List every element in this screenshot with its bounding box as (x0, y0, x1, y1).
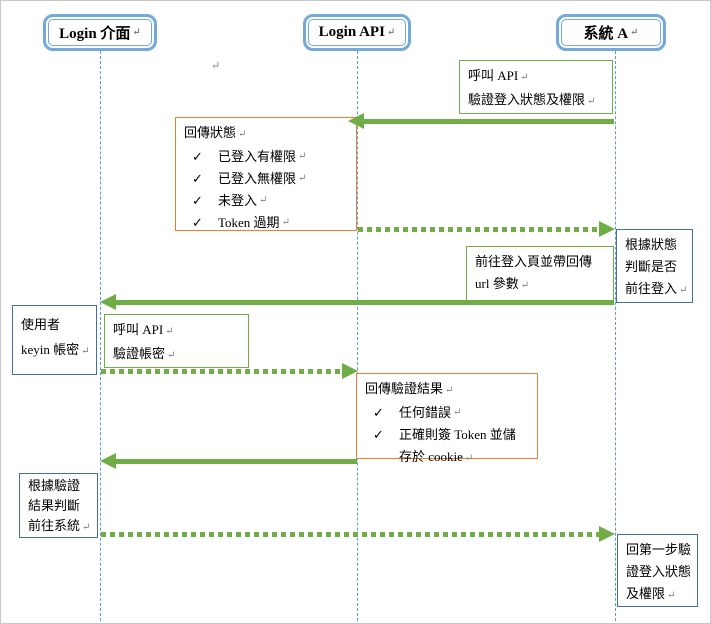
paragraph-mark: ↵ (81, 346, 90, 357)
note-line: url 參數↵ (475, 276, 530, 291)
arrow-systema-to-ui-solid (100, 294, 614, 310)
arrow-shaft (101, 532, 601, 537)
paragraph-mark: ↵ (630, 27, 639, 38)
paragraph-mark: ↵ (464, 453, 474, 464)
note-line: 前往登入↵ (625, 281, 688, 296)
note-goto-login-page: 前往登入頁並帶回傳 url 參數↵ (466, 246, 614, 301)
note-line: 結果判斷 (28, 498, 81, 513)
arrow-shaft (114, 300, 614, 305)
arrow-api-to-ui-solid (100, 453, 357, 469)
note-return-verify: 回傳驗證結果↵ ✓任何錯誤↵ ✓正確則簽 Token 並儲 存於 cookie↵ (356, 373, 538, 464)
checklist-item: ✓正確則簽 Token 並儲 (365, 424, 529, 446)
arrow-shaft (101, 369, 344, 374)
checklist-item: ✓Token 過期↵ (184, 212, 348, 234)
paragraph-mark: ↵ (259, 195, 268, 206)
note-line: 呼叫 API↵ (468, 68, 529, 83)
check-icon: ✓ (192, 171, 203, 186)
paragraph-mark: ↵ (298, 151, 307, 162)
note-line: 證登入狀態 (626, 564, 692, 579)
checklist-item: ✓任何錯誤↵ (365, 402, 529, 424)
note-call-api-verify: 呼叫 API↵ 驗證帳密↵ (104, 314, 249, 368)
checklist-item: ✓未登入↵ (184, 190, 348, 212)
note-line: keyin 帳密↵ (21, 342, 90, 357)
paragraph-mark: ↵ (667, 590, 676, 601)
note-judge-result: 根據驗證 結果判斷 前往系統↵ (19, 473, 98, 538)
actor-system-a-label: 系統 A (583, 26, 629, 42)
check-icon: ✓ (373, 427, 384, 442)
note-line: 根據驗證 (28, 478, 81, 493)
note-back-to-step1: 回第一步驗 證登入狀態 及權限↵ (617, 534, 698, 607)
arrow-shaft (362, 119, 614, 124)
note-judge-login: 根據狀態 判斷是否 前往登入↵ (616, 229, 693, 303)
lifeline-login-ui (100, 51, 101, 621)
paragraph-mark: ↵ (520, 72, 529, 83)
arrowhead-left-icon (100, 294, 116, 310)
arrow-ui-to-api-dotted (101, 363, 358, 379)
arrowhead-left-icon (348, 113, 364, 129)
note-line: 前往系統↵ (28, 518, 91, 533)
arrowhead-left-icon (100, 453, 116, 469)
paragraph-mark: ↵ (298, 173, 307, 184)
arrowhead-right-icon (599, 526, 615, 542)
arrow-shaft (358, 227, 601, 232)
paragraph-mark: ↵ (211, 60, 221, 72)
arrow-shaft (114, 459, 357, 464)
paragraph-mark: ↵ (679, 285, 688, 296)
note-title: 回傳驗證結果↵ (365, 381, 454, 396)
check-icon: ✓ (373, 405, 384, 420)
paragraph-mark: ↵ (132, 27, 141, 38)
lifeline-login-api (357, 51, 358, 621)
paragraph-mark: ↵ (453, 407, 462, 418)
actor-login-api-label: Login API (318, 24, 385, 40)
note-line: 判斷是否 (625, 259, 678, 274)
arrowhead-right-icon (599, 221, 615, 237)
lifeline-system-a (615, 51, 616, 621)
paragraph-mark: ↵ (165, 326, 174, 337)
note-line: 前往登入頁並帶回傳 (475, 254, 593, 269)
arrow-ui-to-systema-dotted (101, 526, 615, 542)
checklist-item: ✓已登入無權限↵ (184, 168, 348, 190)
paragraph-mark: ↵ (520, 280, 530, 291)
note-line: 驗證登入狀態及權限↵ (468, 92, 596, 107)
note-line: 驗證帳密↵ (113, 346, 176, 361)
paragraph-mark: ↵ (587, 96, 596, 107)
paragraph-mark: ↵ (238, 129, 247, 140)
actor-system-a: 系統 A↵ (556, 14, 666, 51)
paragraph-mark: ↵ (82, 522, 91, 533)
note-call-api-status: 呼叫 API↵ 驗證登入狀態及權限↵ (459, 60, 613, 114)
check-icon: ✓ (192, 149, 203, 164)
arrow-systema-to-api-solid (348, 113, 614, 129)
checklist-item-continuation: 存於 cookie↵ (399, 449, 474, 464)
note-title: 回傳狀態↵ (184, 125, 247, 140)
note-line: 回第一步驗 (626, 542, 692, 557)
checklist-item: ✓已登入有權限↵ (184, 146, 348, 168)
note-return-status: 回傳狀態↵ ✓已登入有權限↵ ✓已登入無權限↵ ✓未登入↵ ✓Token 過期↵ (175, 117, 357, 231)
actor-login-ui: Login 介面↵ (43, 14, 157, 51)
actor-login-ui-label: Login 介面 (59, 26, 131, 42)
note-user-keyin: 使用者 keyin 帳密↵ (12, 305, 97, 375)
paragraph-mark: ↵ (281, 217, 290, 228)
note-line: 根據狀態 (625, 237, 678, 252)
check-icon: ✓ (192, 193, 203, 208)
arrowhead-right-icon (342, 363, 358, 379)
check-icon: ✓ (192, 215, 203, 230)
note-line: 使用者 (21, 317, 61, 332)
note-line: 呼叫 API↵ (113, 322, 174, 337)
paragraph-mark: ↵ (445, 385, 454, 396)
paragraph-mark: ↵ (386, 27, 396, 38)
actor-login-api: Login API↵ (303, 14, 411, 51)
paragraph-mark: ↵ (167, 350, 176, 361)
arrow-api-to-systema-dotted (358, 221, 615, 237)
note-line: 及權限↵ (626, 586, 676, 601)
